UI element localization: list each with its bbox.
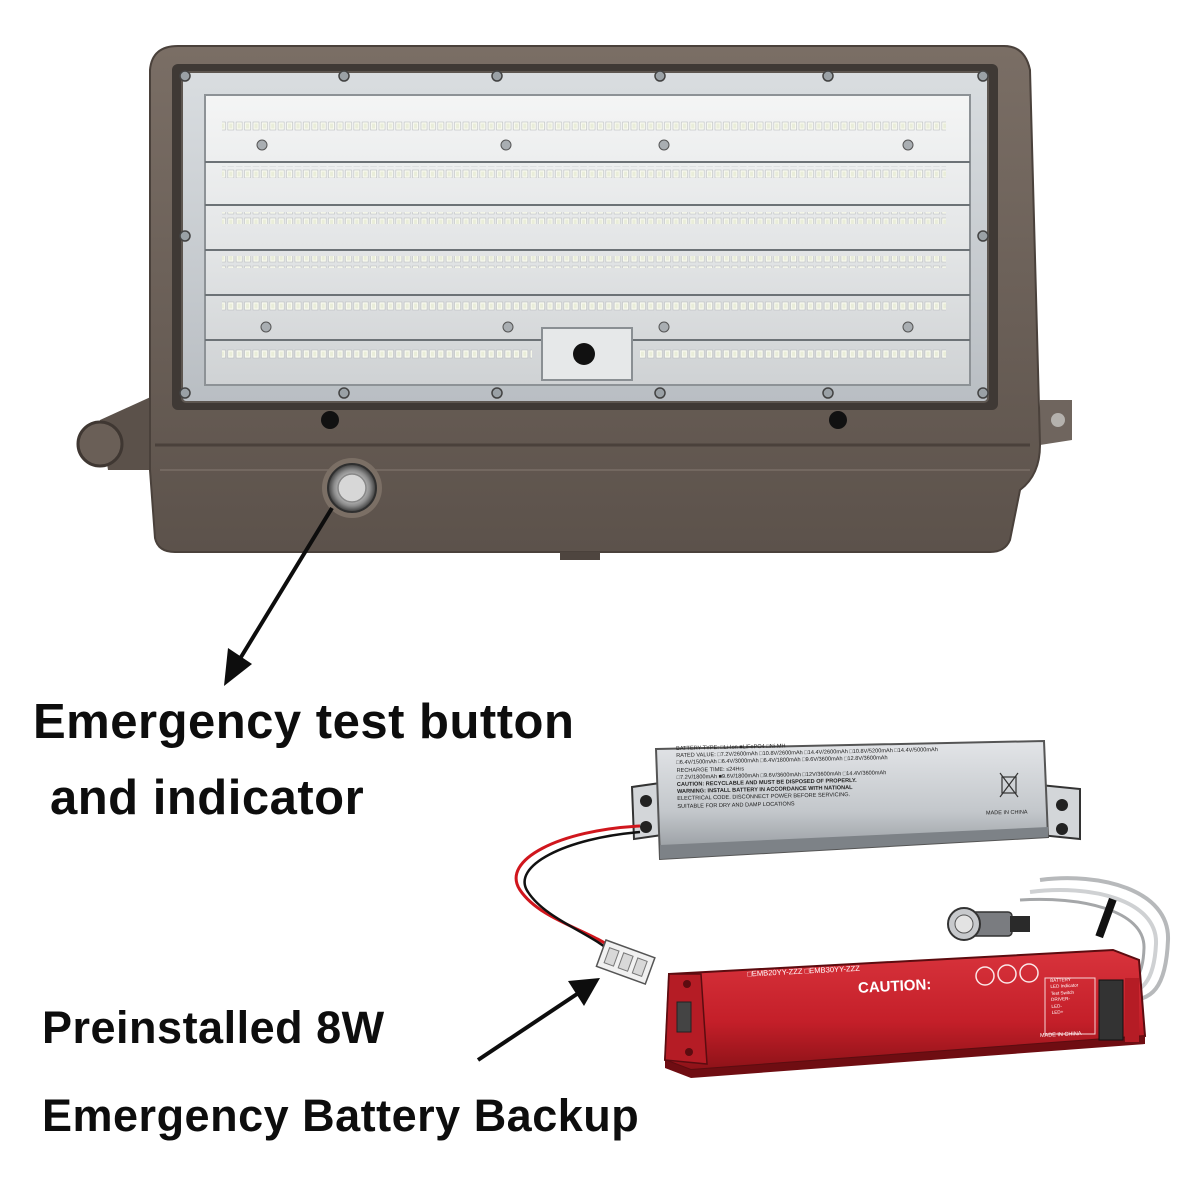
battery-pack	[630, 739, 1081, 861]
test-button-caption-line1: Emergency test button	[33, 695, 575, 749]
battery-backup-caption-line1: Preinstalled 8W	[42, 1002, 385, 1053]
emergency-test-button-icon	[322, 458, 382, 518]
battery-backup-caption-line2: Emergency Battery Backup	[42, 1090, 640, 1141]
test-button-caption-line2: and indicator	[50, 771, 365, 825]
emergency-led-driver	[663, 948, 1147, 1078]
driver-side-labels: BATTERY LED Indicator Test Switch DRIVER…	[1050, 975, 1102, 1016]
test-switch-icon	[947, 907, 1030, 941]
wall-pack-fixture	[76, 45, 1072, 560]
